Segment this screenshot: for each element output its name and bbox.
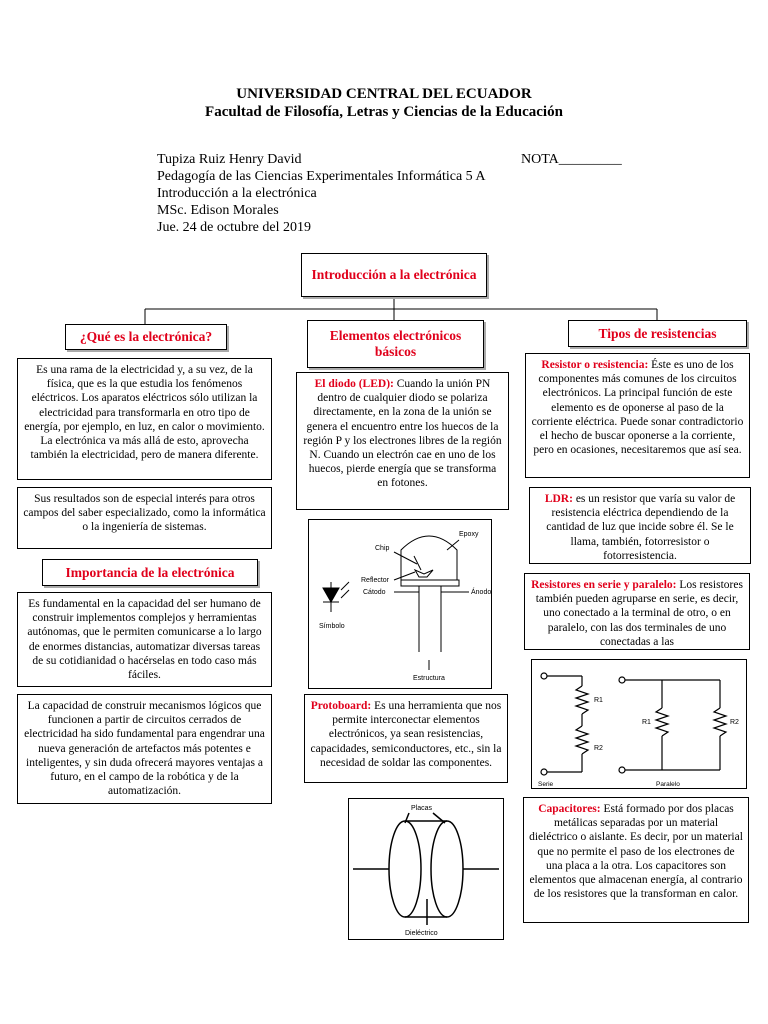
circuit-label-parallel-r1: R1	[642, 719, 651, 726]
faculty-title: Facultad de Filosofía, Letras y Ciencias…	[205, 104, 563, 120]
led-label-reflector: Reflector	[361, 577, 390, 584]
led-label-symbol: Símbolo	[319, 623, 345, 630]
capacitor-figure: Placas Dieléctrico	[348, 798, 504, 940]
ldr-label: LDR:	[544, 493, 573, 505]
importance-box-2: La capacidad de construir mecanismos lóg…	[17, 694, 272, 804]
protoboard-label: Protoboard:	[310, 700, 372, 712]
root-concept: Introducción a la electrónica	[301, 253, 487, 297]
heading-basic-elements: Elementos electrónicos básicos	[307, 320, 484, 368]
circuit-label-series-r1: R1	[594, 697, 603, 704]
program-name: Pedagogía de las Ciencias Experimentales…	[157, 169, 486, 184]
teacher-name: MSc. Edison Morales	[157, 203, 279, 218]
results-box: Sus resultados son de especial interés p…	[17, 487, 272, 549]
circuit-diagram: R1 R2 R1 R2 Serie Paralelo	[538, 672, 739, 788]
heading-importance: Importancia de la electrónica	[42, 559, 258, 586]
circuit-label-parallel: Paralelo	[656, 781, 680, 788]
heading-what-is-electronics: ¿Qué es la electrónica?	[65, 324, 227, 350]
led-label-chip: Chip	[375, 545, 390, 552]
university-title: UNIVERSIDAD CENTRAL DEL ECUADOR	[236, 86, 532, 102]
diode-text: Cuando la unión PN dentro de cualquier d…	[303, 378, 502, 490]
series-parallel-text: Los resistores también pueden agruparse …	[535, 579, 743, 648]
ldr-text: es un resistor que varía su valor de res…	[546, 493, 736, 562]
diode-label: El diodo (LED):	[314, 378, 394, 390]
grade-field: NOTA_________	[521, 152, 622, 167]
series-parallel-label: Resistores en serie y paralelo:	[531, 579, 677, 591]
circuit-figure: R1 R2 R1 R2 Serie Paralelo	[531, 659, 747, 789]
importance-box-1: Es fundamental en la capacidad del ser h…	[17, 592, 272, 687]
capacitor-text: Está formado por dos placas metálicas se…	[529, 803, 743, 901]
resistor-box: Resistor o resistencia: Éste es uno de l…	[525, 353, 750, 478]
diode-box: El diodo (LED): Cuando la unión PN dentr…	[296, 372, 509, 510]
ldr-box: LDR: es un resistor que varía su valor d…	[529, 487, 751, 564]
capacitor-label-dielectric: Dieléctrico	[405, 930, 438, 937]
student-name: Tupiza Ruiz Henry David	[157, 152, 302, 167]
protoboard-box: Protoboard: Es una herramienta que nos p…	[304, 694, 508, 783]
led-label-structure: Estructura	[413, 675, 445, 682]
capacitor-box: Capacitores: Está formado por dos placas…	[523, 797, 749, 923]
subject-name: Introducción a la electrónica	[157, 186, 317, 201]
heading-resistor-types: Tipos de resistencias	[568, 320, 747, 347]
led-label-cathode: Cátodo	[363, 589, 386, 596]
circuit-label-parallel-r2: R2	[730, 719, 739, 726]
resistor-label: Resistor o resistencia:	[541, 359, 649, 371]
capacitor-label: Capacitores:	[538, 803, 601, 815]
series-parallel-box: Resistores en serie y paralelo: Los resi…	[524, 573, 750, 650]
circuit-label-series-r2: R2	[594, 745, 603, 752]
protoboard-text: Es una herramienta que nos permite inter…	[310, 700, 502, 769]
led-diagram: Epoxy Chip Reflector Cátodo Ánodo Símbol…	[319, 531, 491, 682]
resistor-text: Éste es uno de los componentes más comun…	[531, 359, 744, 457]
capacitor-label-plates: Placas	[411, 805, 433, 812]
capacitor-diagram: Placas Dieléctrico	[353, 805, 499, 937]
definition-box: Es una rama de la electricidad y, a su v…	[17, 358, 272, 480]
led-figure: Epoxy Chip Reflector Cátodo Ánodo Símbol…	[308, 519, 492, 689]
circuit-label-series: Serie	[538, 781, 554, 788]
led-label-anode: Ánodo	[471, 587, 491, 596]
date: Jue. 24 de octubre del 2019	[157, 220, 311, 235]
led-label-epoxy: Epoxy	[459, 531, 479, 538]
